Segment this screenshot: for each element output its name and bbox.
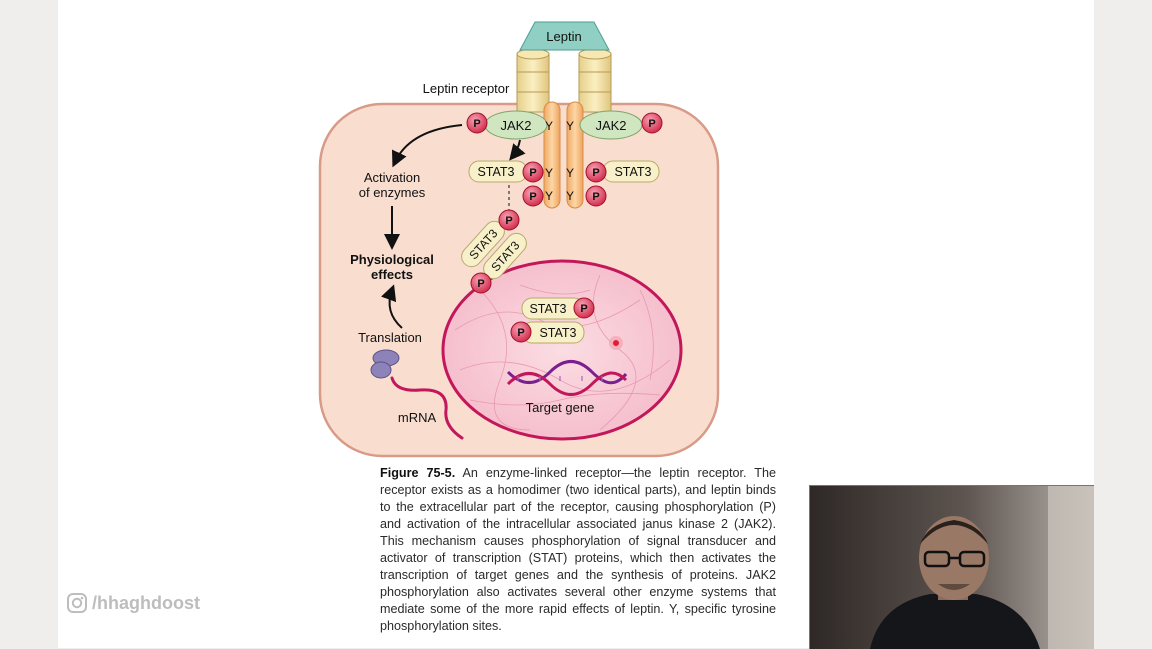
svg-text:JAK2: JAK2 <box>595 118 626 133</box>
leptin-receptor-label: Leptin receptor <box>423 81 510 96</box>
activation-label-line2: of enzymes <box>359 185 426 200</box>
svg-text:Y: Y <box>566 119 574 133</box>
svg-text:Y: Y <box>566 189 574 203</box>
phospho-nucleus-top: P <box>574 298 594 318</box>
phospho-nucleus-bottom: P <box>511 322 531 342</box>
presenter-webcam <box>809 485 1094 649</box>
svg-text:P: P <box>580 303 587 315</box>
instagram-icon <box>66 592 88 614</box>
mrna-label: mRNA <box>398 410 437 425</box>
phospho-receptor-left: P <box>523 186 543 206</box>
stat3-right-receptor: STAT3 <box>603 161 659 182</box>
svg-text:P: P <box>505 215 512 227</box>
leptin-label: Leptin <box>546 29 581 44</box>
stat3-left-receptor: STAT3 <box>469 161 527 182</box>
leptin-receptor-diagram: Leptin Leptin receptor JAK2 JAK2 Y Y Y Y… <box>58 0 1094 465</box>
phospho-jak2-right: P <box>642 113 662 133</box>
watermark-handle: /hhaghdoost <box>92 593 200 614</box>
svg-text:JAK2: JAK2 <box>500 118 531 133</box>
svg-text:P: P <box>473 118 480 130</box>
svg-text:P: P <box>517 327 524 339</box>
watermark: /hhaghdoost <box>66 590 200 616</box>
phospho-jak2-left: P <box>467 113 487 133</box>
phospho-receptor-right: P <box>586 186 606 206</box>
svg-text:Y: Y <box>566 166 574 180</box>
svg-text:STAT3: STAT3 <box>614 165 651 179</box>
activation-label-line1: Activation <box>364 170 420 185</box>
jak2-right: JAK2 <box>580 111 642 139</box>
svg-text:Y: Y <box>545 119 553 133</box>
svg-text:STAT3: STAT3 <box>529 302 566 316</box>
svg-text:Y: Y <box>545 189 553 203</box>
phospho-dimer-top: P <box>499 210 519 230</box>
figure-caption: Figure 75-5. An enzyme-linked receptor—t… <box>380 465 776 635</box>
presenter-video <box>810 486 1094 649</box>
svg-text:Y: Y <box>545 166 553 180</box>
svg-text:P: P <box>592 167 599 179</box>
svg-text:P: P <box>477 278 484 290</box>
phospho-stat3-right: P <box>586 162 606 182</box>
physiological-label-line1: Physiological <box>350 252 434 267</box>
target-gene-label: Target gene <box>526 400 595 415</box>
svg-text:P: P <box>529 167 536 179</box>
svg-text:P: P <box>592 191 599 203</box>
caption-text: An enzyme-linked receptor—the leptin rec… <box>380 466 776 633</box>
receptor-extracellular <box>517 49 611 112</box>
jak2-left: JAK2 <box>485 111 547 139</box>
presenter-pointer-icon <box>609 336 623 350</box>
caption-label: Figure 75-5. <box>380 466 455 480</box>
phospho-stat3-left: P <box>523 162 543 182</box>
svg-text:P: P <box>648 118 655 130</box>
svg-text:STAT3: STAT3 <box>539 326 576 340</box>
svg-text:P: P <box>529 191 536 203</box>
translation-label: Translation <box>358 330 422 345</box>
svg-text:STAT3: STAT3 <box>477 165 514 179</box>
leptin-ligand: Leptin <box>520 22 609 50</box>
physiological-label-line2: effects <box>371 267 413 282</box>
phospho-dimer-bottom: P <box>471 273 491 293</box>
